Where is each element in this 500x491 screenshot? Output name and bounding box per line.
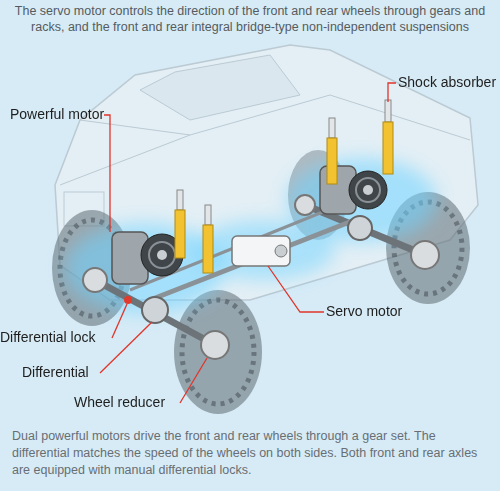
body-line: [80, 120, 190, 135]
wheel-hub: [295, 195, 315, 215]
servo-horn: [275, 245, 287, 257]
part-label: Wheel reducer: [74, 394, 165, 411]
tire: [174, 290, 262, 414]
differential-housing: [142, 297, 168, 323]
part-label: Shock absorber: [398, 74, 496, 91]
gear: [349, 171, 387, 209]
shock-spring: [175, 210, 185, 258]
glow-area: [287, 158, 437, 242]
part-label: Powerful motor: [10, 106, 104, 123]
leader-line: [100, 322, 152, 373]
part-label: Differential lock: [0, 329, 95, 346]
leader-line: [180, 358, 207, 403]
shock-spring: [203, 225, 213, 273]
front-axle: [95, 280, 215, 345]
glow: [65, 158, 437, 313]
link-bar: [130, 205, 340, 290]
part-label: Servo motor: [326, 303, 402, 320]
gear-hub: [157, 250, 167, 260]
leader-line: [104, 115, 110, 232]
shock-rod: [329, 118, 335, 138]
shocks: [175, 100, 393, 273]
gear-ring: [356, 178, 380, 202]
part-label: Differential: [22, 364, 89, 381]
servo-body: [232, 236, 290, 266]
leader-line: [268, 266, 324, 312]
heading-text: The servo motor controls the direction o…: [4, 3, 496, 35]
chassis: [83, 166, 439, 359]
wheel-hub: [411, 241, 439, 269]
shock-rod: [385, 100, 391, 122]
gear-hub: [363, 185, 373, 195]
leader-line: [388, 83, 396, 102]
shock-rod: [177, 190, 183, 210]
differential-housing: [348, 216, 372, 240]
shock-spring: [383, 122, 393, 174]
wheel-hub: [201, 331, 229, 359]
leader-lines: [100, 83, 396, 403]
leader-line: [112, 304, 127, 338]
glow-area: [65, 223, 225, 313]
tread: [182, 300, 254, 404]
wheel-hub: [83, 268, 107, 292]
tires: [52, 150, 470, 414]
gear-ring: [149, 242, 175, 268]
caption-text: Dual powerful motors drive the front and…: [12, 428, 490, 479]
shock-rod: [205, 205, 211, 225]
diff-lock-pin: [124, 296, 132, 304]
shock-spring: [327, 138, 337, 184]
